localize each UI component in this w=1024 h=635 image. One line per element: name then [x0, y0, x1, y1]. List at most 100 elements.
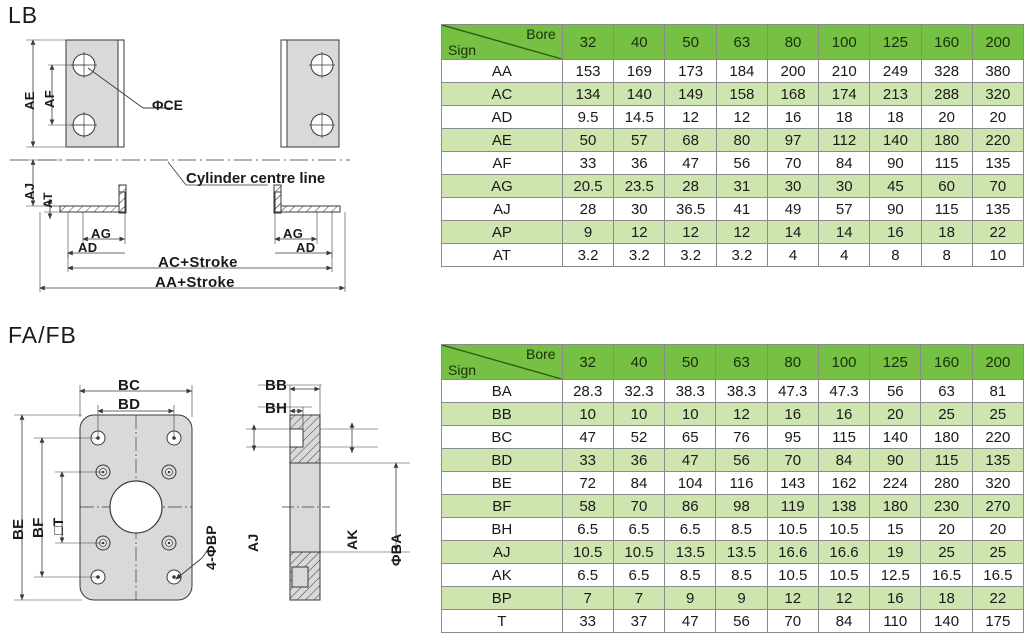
fafb-label-ba: ΦBA: [388, 533, 404, 566]
fafb-label-bh: BH: [265, 400, 288, 417]
cell-ap-160: 18: [920, 220, 973, 244]
lb-label-ac-stroke: AC+Stroke: [158, 254, 238, 271]
corner-col-label: Bore: [526, 26, 556, 42]
cell-aa-63: 184: [715, 59, 768, 83]
column-header-bore-100: 100: [818, 24, 871, 60]
column-header-bore-125: 125: [869, 344, 922, 380]
cell-be-80: 143: [766, 471, 819, 495]
lb-technical-drawing: [10, 39, 350, 292]
cell-be-160: 280: [920, 471, 973, 495]
cell-be-63: 116: [715, 471, 768, 495]
cell-bd-40: 36: [612, 448, 666, 472]
lb-label-centre-line: Cylinder centre line: [186, 170, 326, 187]
cell-bh-50: 6.5: [664, 517, 717, 541]
fafb-label-bd: BD: [118, 396, 141, 413]
lb-right-bracket-section: [273, 184, 341, 258]
cell-be-200: 320: [971, 471, 1024, 495]
lb-left-bracket-section: [26, 159, 127, 258]
corner-diagonal-line: [442, 25, 562, 59]
cell-bb-200: 25: [971, 402, 1024, 426]
cell-ag-160: 60: [920, 174, 973, 198]
cell-ae-80: 97: [766, 128, 820, 152]
row-label-bb: BB: [441, 402, 563, 426]
cell-ae-50: 68: [664, 128, 717, 152]
cell-bp-32: 7: [561, 586, 614, 610]
cell-be-125: 224: [869, 471, 922, 495]
cell-bh-200: 20: [971, 517, 1024, 541]
row-label-at: AT: [441, 243, 563, 267]
cell-ap-100: 14: [818, 220, 871, 244]
cell-bd-100: 84: [817, 448, 871, 472]
cell-t-50: 47: [664, 609, 717, 633]
lb-overall-dimensions: [39, 212, 346, 292]
cell-be-50: 104: [664, 471, 717, 495]
cell-bh-125: 15: [869, 517, 922, 541]
cell-bb-63: 12: [715, 402, 768, 426]
column-header-bore-200: 200: [971, 344, 1024, 380]
lb-label-ag-left: AG: [91, 226, 112, 241]
cell-bh-63: 8.5: [715, 517, 768, 541]
cell-ad-32: 9.5: [561, 105, 615, 129]
cell-ak-32: 6.5: [561, 563, 614, 587]
cell-aj-50: 13.5: [664, 540, 717, 564]
cell-bf-63: 98: [715, 494, 768, 518]
fafb-flange-front-view: [14, 385, 211, 601]
cell-ak-100: 10.5: [817, 563, 871, 587]
cell-ba-40: 32.3: [612, 379, 666, 403]
column-header-bore-100: 100: [817, 344, 871, 380]
column-header-bore-63: 63: [715, 24, 768, 60]
cell-aj-160: 25: [920, 540, 973, 564]
cell-af-100: 84: [818, 151, 871, 175]
cell-ad-125: 18: [869, 105, 922, 129]
row-label-ak: AK: [441, 563, 563, 587]
cell-bc-40: 52: [612, 425, 666, 449]
row-label-aa: AA: [441, 59, 563, 83]
cell-bh-32: 6.5: [561, 517, 614, 541]
lb-label-af: AF: [42, 90, 57, 108]
cell-be-40: 84: [612, 471, 666, 495]
cell-ag-50: 28: [664, 174, 717, 198]
column-header-bore-200: 200: [971, 24, 1024, 60]
cell-ap-80: 14: [766, 220, 820, 244]
cell-bf-160: 230: [920, 494, 973, 518]
cell-ba-63: 38.3: [715, 379, 768, 403]
cell-ac-32: 134: [561, 82, 615, 106]
fafb-label-bb: BB: [265, 377, 288, 394]
cell-be-100: 162: [817, 471, 871, 495]
cell-aj-32: 10.5: [561, 540, 614, 564]
cell-bc-32: 47: [561, 425, 614, 449]
cell-ad-40: 14.5: [613, 105, 666, 129]
cell-ae-160: 180: [920, 128, 973, 152]
cell-aj-200: 135: [971, 197, 1024, 221]
row-label-ae: AE: [441, 128, 563, 152]
row-label-ba: BA: [441, 379, 563, 403]
lb-label-aa-stroke: AA+Stroke: [155, 274, 235, 291]
cell-af-40: 36: [613, 151, 666, 175]
cell-bb-80: 16: [766, 402, 819, 426]
cell-ac-40: 140: [613, 82, 666, 106]
table-corner-cell: Sign Bore: [441, 24, 563, 60]
row-label-bd: BD: [441, 448, 563, 472]
column-header-bore-40: 40: [613, 24, 666, 60]
lb-label-ae: AE: [22, 91, 37, 110]
cell-ac-100: 174: [818, 82, 871, 106]
cell-aa-50: 173: [664, 59, 717, 83]
section-title-lb: LB: [8, 2, 39, 28]
row-label-ag: AG: [441, 174, 563, 198]
cell-bb-50: 10: [664, 402, 717, 426]
cell-aa-100: 210: [818, 59, 871, 83]
cell-at-32: 3.2: [561, 243, 615, 267]
fafb-label-t: □T: [50, 517, 66, 535]
cell-bb-125: 20: [869, 402, 922, 426]
cell-ad-160: 20: [920, 105, 973, 129]
column-header-bore-50: 50: [664, 24, 717, 60]
cell-aj-32: 28: [561, 197, 615, 221]
